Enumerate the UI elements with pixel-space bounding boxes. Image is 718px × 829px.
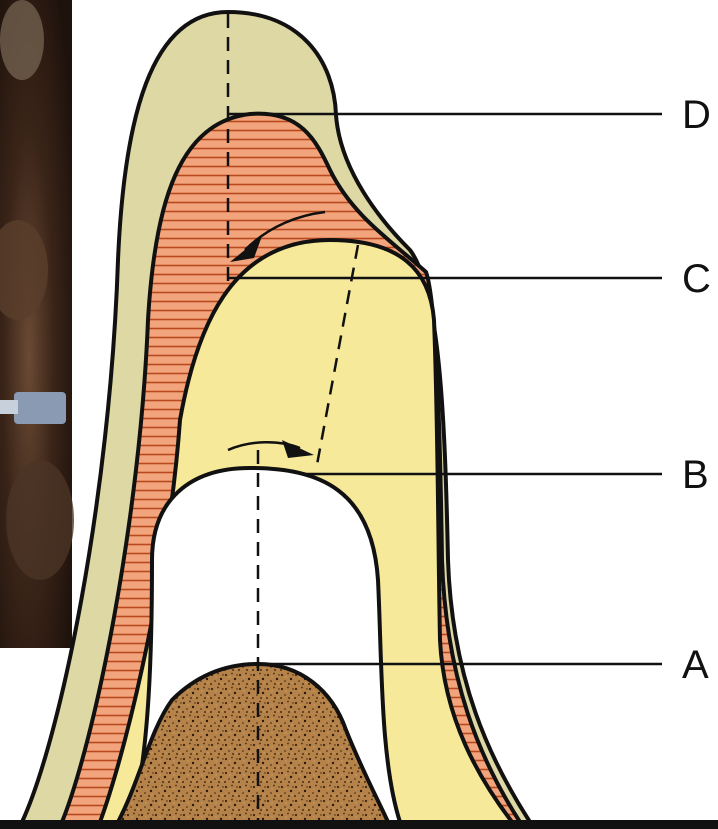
label-d: D bbox=[682, 93, 711, 137]
photo-probe-icon bbox=[14, 392, 66, 424]
label-a: A bbox=[682, 643, 709, 687]
label-b: B bbox=[682, 453, 709, 497]
photo-highlight-low bbox=[6, 460, 74, 580]
photo-probe-tip bbox=[0, 400, 18, 414]
photo-highlight-top bbox=[0, 0, 44, 80]
label-c: C bbox=[682, 257, 711, 301]
left-photograph bbox=[0, 0, 74, 648]
base-bar bbox=[0, 820, 718, 829]
